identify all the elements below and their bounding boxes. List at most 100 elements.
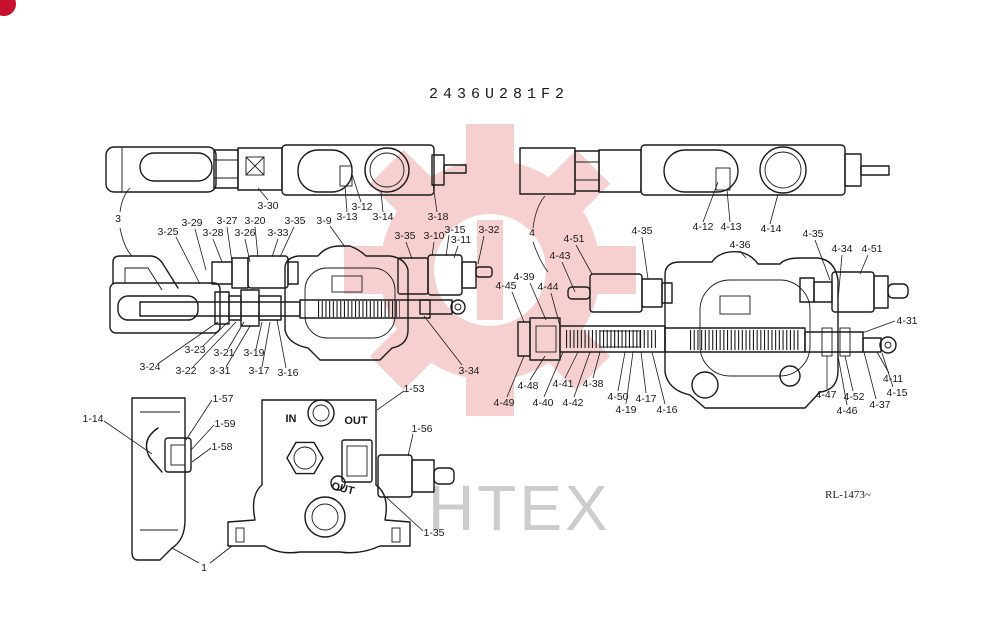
callout-4: 4 — [529, 227, 535, 239]
leader-line — [279, 226, 295, 258]
callout-3-11: 3-11 — [451, 234, 471, 246]
callout-4-42: 4-42 — [562, 397, 583, 409]
o-ring — [287, 261, 299, 285]
spool-eye-hole — [454, 303, 462, 311]
leader-line — [261, 321, 271, 368]
leader-line — [171, 547, 200, 564]
plug — [211, 261, 233, 285]
body-chamber — [304, 267, 396, 339]
leader-line — [405, 241, 413, 260]
leader-line — [119, 187, 131, 213]
inlet-section-assembly — [131, 397, 455, 561]
relief-cap — [873, 275, 889, 309]
callout-4-35-b: 4-35 — [802, 228, 823, 240]
solenoid-cylinder — [109, 282, 221, 334]
callout-4-51-b: 4-51 — [861, 243, 882, 255]
bolt-hole — [235, 527, 245, 543]
spring-cap-inner — [535, 325, 557, 353]
callout-4-37: 4-37 — [869, 399, 890, 411]
callout-4-17: 4-17 — [635, 393, 656, 405]
leader-line — [837, 355, 848, 406]
leader-line — [225, 325, 251, 368]
callout-3-33: 3-33 — [267, 227, 288, 239]
callout-4-48: 4-48 — [517, 380, 538, 392]
callout-4-46: 4-46 — [836, 405, 857, 417]
leader-line — [702, 181, 719, 223]
leader-line — [185, 399, 213, 441]
gear-tooth — [586, 246, 636, 294]
leader-line — [329, 225, 346, 248]
callout-3-17: 3-17 — [248, 365, 269, 377]
leader-line — [226, 226, 233, 263]
leader-line — [561, 261, 576, 293]
top-port-inner — [312, 404, 330, 422]
leader-line — [431, 241, 435, 257]
leader-line — [407, 433, 414, 457]
callouts-upper-right: 4 4-12 4-13 4-14 — [529, 221, 782, 239]
callout-4-14: 4-14 — [760, 223, 781, 235]
leader-line — [625, 351, 634, 405]
callout-3-25: 3-25 — [157, 226, 178, 238]
leader-line — [651, 351, 666, 405]
leader-line — [564, 351, 579, 379]
leader-line — [726, 189, 731, 223]
leader-line — [202, 321, 229, 347]
valve-body — [281, 144, 435, 196]
washer — [258, 295, 282, 321]
callout-1-35: 1-35 — [423, 527, 444, 539]
leader-line — [244, 238, 251, 263]
leader-line — [254, 226, 259, 258]
callout-4-43: 4-43 — [549, 250, 570, 262]
relief-valve — [247, 255, 289, 289]
upper-left-valve-assembly — [105, 144, 467, 196]
check-fitting — [164, 437, 192, 473]
leader-line — [739, 250, 747, 259]
lower-port — [779, 365, 801, 387]
callouts-lower-left: 1-14 1-57 1-59 1-58 1-53 1-56 1-35 1 — [82, 383, 444, 574]
callout-3-19: 3-19 — [243, 347, 264, 359]
leader-line — [257, 187, 269, 201]
callout-3-12: 3-12 — [351, 201, 372, 213]
leader-line — [532, 241, 549, 273]
body-round-port-inner — [369, 152, 405, 188]
leader-line — [814, 239, 831, 281]
body-round-port-inner — [764, 151, 802, 189]
callout-4-16: 4-16 — [656, 404, 677, 416]
leader-line — [532, 195, 546, 229]
leader-line — [837, 254, 843, 301]
callout-3-27: 3-27 — [216, 215, 237, 227]
adapter-window — [245, 156, 265, 176]
leader-line — [859, 254, 869, 275]
bracket-inner — [124, 267, 163, 291]
cylinder-slot — [139, 152, 213, 182]
leader-line — [212, 238, 223, 263]
gear-tooth — [344, 246, 394, 294]
lower-bore-inner — [311, 503, 339, 531]
body-top-port — [331, 275, 363, 293]
callout-4-31: 4-31 — [896, 315, 917, 327]
leader-line — [573, 351, 591, 398]
callout-3-35-a: 3-35 — [284, 215, 305, 227]
leader-line — [276, 319, 287, 369]
leader-line — [641, 236, 649, 280]
leader-line — [640, 351, 647, 394]
callout-3-26: 3-26 — [234, 227, 255, 239]
check-fitting-inner — [170, 444, 186, 466]
callouts-middle-right: 4-51 4-35 4-36 4-35 4-34 4-51 4-43 4-39 … — [493, 225, 917, 417]
main-spool — [299, 299, 431, 319]
callout-4-15: 4-15 — [886, 387, 907, 399]
callout-4-19: 4-19 — [615, 404, 636, 416]
body-detail — [715, 167, 731, 191]
small-port — [330, 475, 346, 491]
callout-3-9: 3-9 — [316, 215, 331, 227]
leader-line — [506, 355, 525, 398]
outlet-port-frame — [341, 439, 373, 483]
relief-seat — [661, 282, 673, 304]
callout-1-14: 1-14 — [82, 413, 103, 425]
inlet-hex-plug — [286, 441, 324, 475]
leader-line — [194, 228, 207, 271]
adapter-cross — [245, 156, 265, 176]
relief-stem — [433, 467, 455, 485]
leader-line — [529, 282, 547, 321]
callout-4-34: 4-34 — [831, 243, 852, 255]
